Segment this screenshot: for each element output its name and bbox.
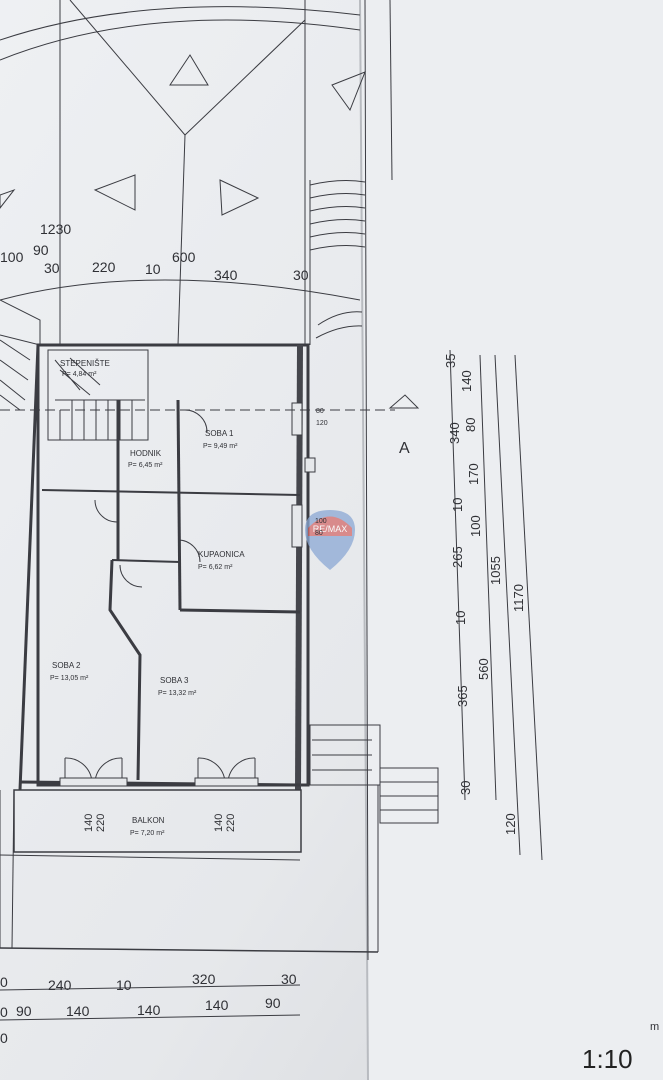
scale-small: m xyxy=(650,1021,659,1033)
svg-text:30: 30 xyxy=(281,971,297,987)
watermark-logo: RE/MAX xyxy=(305,510,355,570)
svg-text:140: 140 xyxy=(83,814,95,832)
svg-text:1170: 1170 xyxy=(511,584,526,612)
window-dim-120: 120 xyxy=(316,420,328,427)
svg-text:140: 140 xyxy=(459,370,474,392)
paper-right-sheet xyxy=(360,0,663,1080)
svg-text:220: 220 xyxy=(225,814,237,832)
room-area-bath: P= 6,62 m² xyxy=(198,564,233,571)
window-dim-80b: 80 xyxy=(315,530,323,537)
svg-text:10: 10 xyxy=(116,977,132,993)
roof-plan xyxy=(0,0,366,346)
top-dim-340: 340 xyxy=(214,267,238,283)
svg-text:340: 340 xyxy=(447,422,462,444)
top-dim-30a: 30 xyxy=(44,260,60,276)
svg-text:320: 320 xyxy=(192,971,216,987)
top-dim-1230: 1230 xyxy=(40,221,71,237)
room-name-soba3: SOBA 3 xyxy=(160,676,189,685)
svg-text:220: 220 xyxy=(95,814,107,832)
svg-text:35: 35 xyxy=(443,354,458,368)
top-dim-90: 90 xyxy=(33,242,49,258)
window-dim-100: 100 xyxy=(315,518,327,525)
room-area-balcony: P= 7,20 m² xyxy=(130,830,165,837)
svg-text:0: 0 xyxy=(0,974,8,990)
exterior-steps xyxy=(309,0,393,961)
svg-text:140: 140 xyxy=(213,814,225,832)
room-name-hall: HODNIK xyxy=(130,449,162,458)
svg-text:90: 90 xyxy=(16,1003,32,1019)
paper-fold xyxy=(359,0,369,1080)
svg-text:100: 100 xyxy=(468,515,483,537)
room-area-stair: P= 4,84 m² xyxy=(62,371,97,378)
svg-text:140: 140 xyxy=(205,997,229,1013)
top-dim-10: 10 xyxy=(145,261,161,277)
svg-text:80: 80 xyxy=(463,418,478,432)
section-label: A xyxy=(399,440,410,457)
svg-text:0: 0 xyxy=(0,1004,8,1020)
bottom-dims: 0 240 10 320 30 0 90 140 140 140 90 0 xyxy=(0,971,297,1046)
staircase xyxy=(0,299,149,441)
room-name-bath: KUPAONICA xyxy=(198,550,245,559)
svg-text:120: 120 xyxy=(503,813,518,835)
svg-text:10: 10 xyxy=(450,498,465,512)
svg-text:0: 0 xyxy=(0,1030,8,1046)
svg-text:90: 90 xyxy=(265,995,281,1011)
svg-text:560: 560 xyxy=(476,658,491,680)
scale-label: 1:10 xyxy=(582,1044,633,1074)
dimension-rails xyxy=(0,349,543,1021)
svg-text:140: 140 xyxy=(66,1003,90,1019)
windows xyxy=(291,402,316,548)
room-area-hall: P= 6,45 m² xyxy=(128,462,163,469)
room-area-soba1: P= 9,49 m² xyxy=(203,443,238,450)
room-name-stair: STEPENIŠTE xyxy=(60,359,110,368)
room-name-soba1: SOBA 1 xyxy=(205,429,234,438)
section-arrow-icon xyxy=(388,394,420,409)
door-dims: 140 220 140 220 xyxy=(83,814,237,832)
window-dim-80: 80 xyxy=(316,408,324,415)
svg-text:140: 140 xyxy=(137,1002,161,1018)
svg-text:265: 265 xyxy=(450,546,465,568)
top-dim-100: 100 xyxy=(0,249,24,265)
top-dim-220: 220 xyxy=(92,259,116,275)
doors xyxy=(59,409,259,787)
right-dims: 35 140 340 10 265 10 365 30 80 170 100 5… xyxy=(443,354,526,835)
watermark-text: RE/MAX xyxy=(313,524,348,534)
room-area-soba3: P= 13,32 m² xyxy=(158,690,197,697)
top-dim-30b: 30 xyxy=(293,267,309,283)
svg-text:240: 240 xyxy=(48,977,72,993)
svg-text:10: 10 xyxy=(453,611,468,625)
room-name-soba2: SOBA 2 xyxy=(52,661,81,670)
svg-text:1055: 1055 xyxy=(488,556,503,585)
room-area-soba2: P= 13,05 m² xyxy=(50,675,89,682)
svg-text:365: 365 xyxy=(455,685,470,707)
svg-text:170: 170 xyxy=(466,463,481,485)
svg-text:30: 30 xyxy=(458,781,473,795)
room-name-balcony: BALKON xyxy=(132,816,165,825)
top-dim-600: 600 xyxy=(172,249,196,265)
